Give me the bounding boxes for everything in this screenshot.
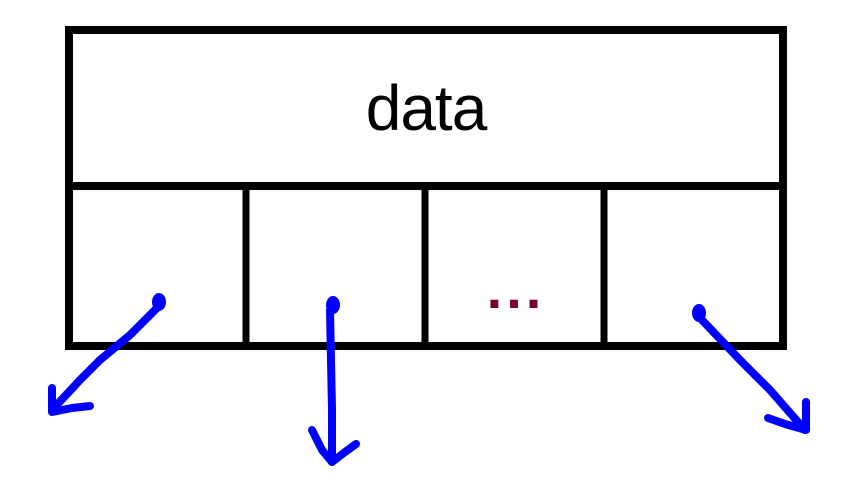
ellipsis-slot-label: ... [486, 256, 546, 320]
child-pointer-1-arrow-icon [48, 293, 166, 416]
child-pointer-n-arrow-icon [692, 304, 810, 434]
child-pointer-2-arrow-icon [308, 296, 360, 466]
data-field-label: data [365, 72, 488, 144]
